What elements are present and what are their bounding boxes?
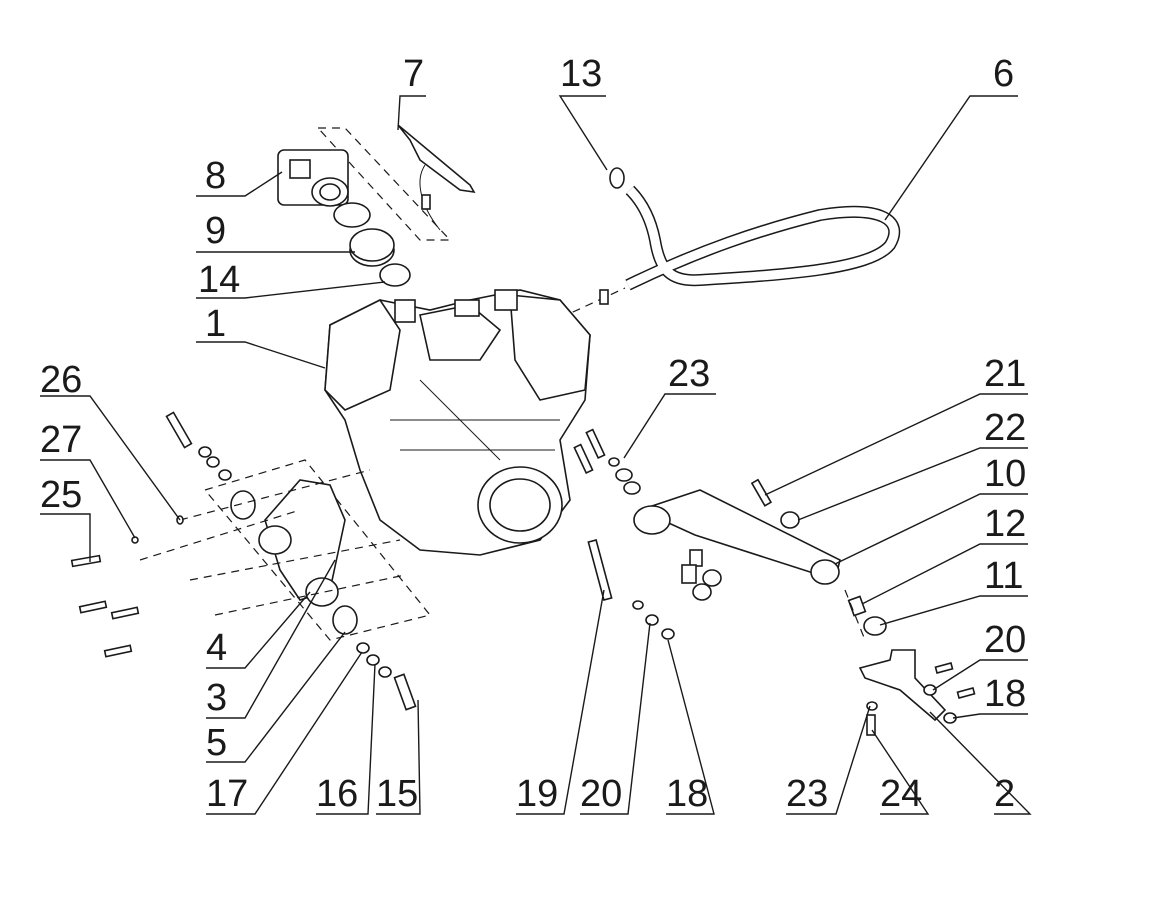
left-bolts (70, 411, 193, 658)
callout-16: 16 (316, 773, 358, 815)
callout-26: 26 (40, 359, 82, 401)
callout-17: 17 (206, 773, 248, 815)
right-bolt-bushing (750, 478, 800, 529)
coolant-hose (559, 185, 901, 319)
callout-22: 22 (984, 407, 1026, 449)
callout-4: 4 (206, 627, 227, 669)
callout-1: 1 (205, 303, 226, 345)
hose-clamp (599, 167, 625, 305)
callout-20: 20 (580, 773, 622, 815)
callout-leaders (40, 95, 1032, 815)
left-mount-bracket (139, 459, 432, 641)
callout-3: 3 (206, 677, 227, 719)
callout-13: 13 (560, 53, 602, 95)
callout-18: 18 (666, 773, 708, 815)
callout-27: 27 (40, 419, 82, 461)
callout-9: 9 (205, 210, 226, 252)
callout-7: 7 (403, 53, 424, 95)
callout-23-bottom: 23 (786, 773, 828, 815)
center-bolt-set (587, 539, 675, 640)
throttle-cable-bracket (316, 124, 476, 241)
callout-15: 15 (376, 773, 418, 815)
callout-18-right: 18 (984, 673, 1026, 715)
callout-25: 25 (40, 474, 82, 516)
left-washers (131, 446, 417, 711)
callout-21: 21 (984, 353, 1026, 395)
callout-20-right: 20 (984, 619, 1026, 661)
callout-8: 8 (205, 155, 226, 197)
intake-boot (333, 202, 411, 287)
callout-12: 12 (984, 503, 1026, 545)
engine-assembly (324, 289, 591, 556)
lower-mount-bracket (858, 649, 976, 736)
callout-10: 10 (984, 453, 1026, 495)
callout-23: 23 (668, 353, 710, 395)
throttle-body (277, 149, 349, 207)
callout-labels: 7 13 6 8 9 14 1 26 27 25 4 3 5 17 16 15 … (40, 53, 1026, 815)
spacer-bushing (844, 589, 887, 641)
callout-5: 5 (206, 722, 227, 764)
callout-19: 19 (516, 773, 558, 815)
callout-14: 14 (198, 259, 240, 301)
engine-torque-arm (573, 428, 841, 601)
callout-6: 6 (993, 53, 1014, 95)
callout-2: 2 (994, 773, 1015, 815)
callout-24: 24 (880, 773, 922, 815)
callout-11: 11 (984, 555, 1023, 597)
